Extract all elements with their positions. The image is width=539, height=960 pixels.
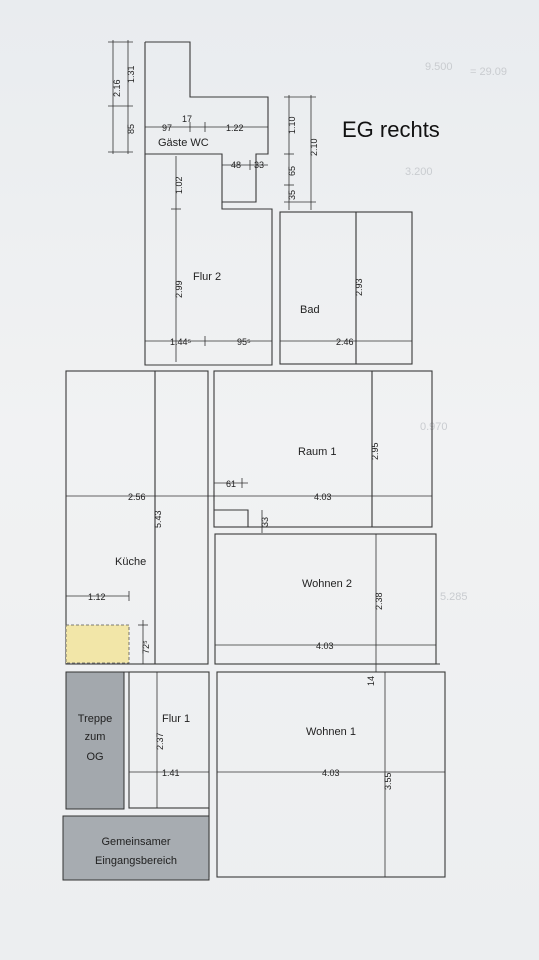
dim-4-03-wohnen1: 4.03: [322, 768, 340, 778]
dim-33-wc: 33: [254, 160, 264, 170]
dim-33-raum1: 33: [260, 517, 270, 527]
dim-2-10: 2.10: [309, 138, 319, 156]
dim-2-38: 2.38: [374, 592, 384, 610]
entrance-label-1: Gemeinsamer: [101, 836, 170, 848]
room-wohnen-1: Wohnen 1: [306, 726, 356, 738]
dim-72: 72⁵: [141, 640, 151, 654]
dim-5-43: 5.43: [153, 510, 163, 528]
dim-4-03-wohnen2: 4.03: [316, 641, 334, 651]
staircase-label-1: Treppe: [78, 713, 112, 725]
plan-title: EG rechts: [342, 117, 440, 142]
dim-1-02: 1.02: [174, 176, 184, 194]
svg-text:5.285: 5.285: [440, 591, 468, 603]
dim-3-55: 3.55: [383, 772, 393, 790]
staircase-label-2: zum: [85, 731, 106, 743]
entrance-area: [62, 815, 210, 881]
dim-1-10: 1.10: [287, 116, 297, 134]
room-gaeste-wc: Gäste WC: [158, 137, 209, 149]
svg-text:= 29.09: = 29.09: [470, 66, 507, 78]
dim-14: 14: [366, 676, 376, 686]
room-labels: Gäste WC Flur 2 Bad Raum 1 Küche Wohnen …: [78, 137, 356, 867]
dim-2-99: 2.99: [174, 280, 184, 298]
dim-1-31: 1.31: [126, 65, 136, 83]
dim-2-56: 2.56: [128, 492, 146, 502]
dim-97: 97: [162, 123, 172, 133]
dim-1-22: 1.22: [226, 123, 244, 133]
room-kueche: Küche: [115, 556, 146, 568]
dim-2-37: 2.37: [155, 732, 165, 750]
room-flur-1: Flur 1: [162, 713, 190, 725]
dimension-lines: [66, 40, 445, 877]
dim-2-93: 2.93: [354, 278, 364, 296]
dim-35: 35: [287, 190, 297, 200]
kitchen-highlight-area: [65, 624, 130, 664]
dim-4-03-raum1: 4.03: [314, 492, 332, 502]
dim-48: 48: [231, 160, 241, 170]
svg-text:0.970: 0.970: [420, 421, 448, 433]
dim-85: 85: [126, 124, 136, 134]
staircase-label-3: OG: [86, 751, 103, 763]
dim-1-44: 1.44⁵: [170, 337, 192, 347]
dim-2-95: 2.95: [370, 442, 380, 460]
dim-65: 65: [287, 166, 297, 176]
svg-text:3.200: 3.200: [405, 166, 433, 178]
dim-2-46: 2.46: [336, 337, 354, 347]
dim-61: 61: [226, 479, 236, 489]
entrance-label-2: Eingangsbereich: [95, 855, 177, 867]
room-raum-1: Raum 1: [298, 446, 337, 458]
svg-text:9.500: 9.500: [425, 61, 453, 73]
room-wohnen-2: Wohnen 2: [302, 578, 352, 590]
dim-2-16: 2.16: [112, 79, 122, 97]
dimension-labels: 2.16 1.31 85 97 17 1.22 1.10 2.10 48 33 …: [88, 65, 393, 790]
dim-95: 95⁵: [237, 337, 251, 347]
dim-1-41: 1.41: [162, 768, 180, 778]
dim-1-12: 1.12: [88, 592, 106, 602]
room-bad: Bad: [300, 304, 320, 316]
dim-17: 17: [182, 114, 192, 124]
room-flur-2: Flur 2: [193, 271, 221, 283]
background-faint-text: 9.500 = 29.09 3.200 0.970 5.285: [405, 61, 507, 603]
staircase-area: [65, 671, 125, 810]
